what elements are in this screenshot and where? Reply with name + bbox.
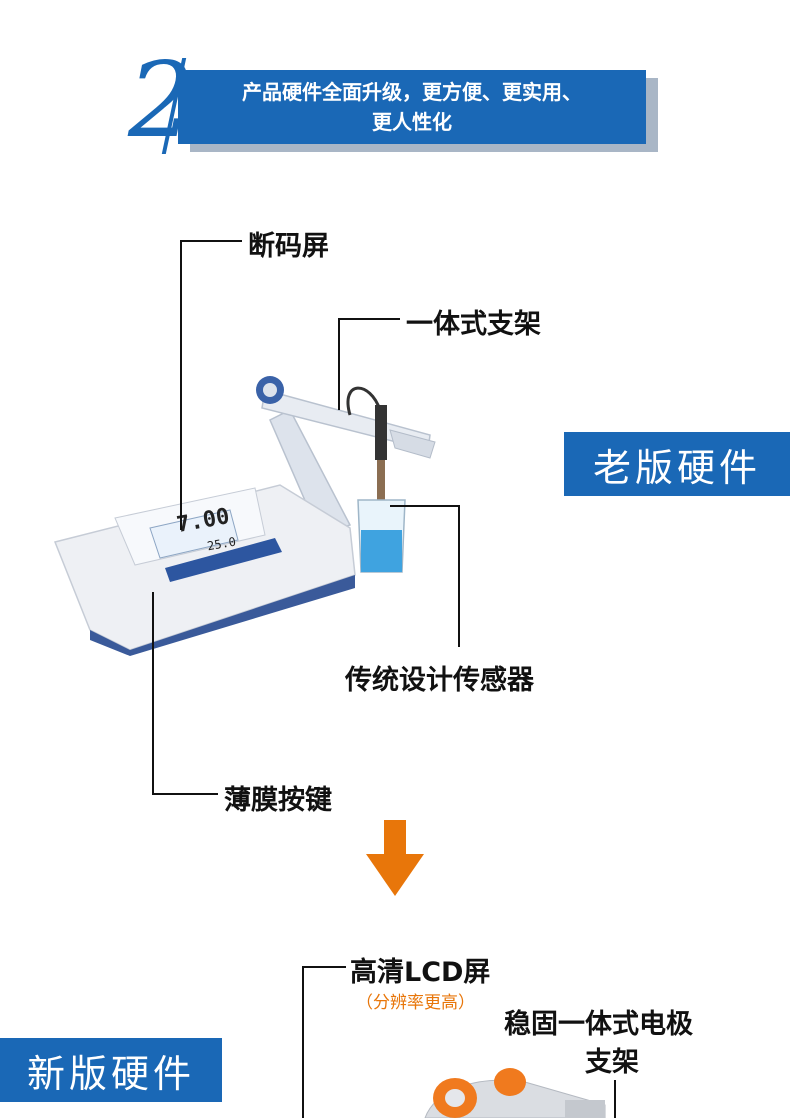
arrow-down-icon: [366, 820, 424, 896]
leader-keys-v: [152, 592, 154, 794]
leader-lcd-h: [302, 966, 346, 968]
label-membrane-keys: 薄膜按键: [224, 785, 332, 816]
old-display-temp: 25.0: [206, 534, 237, 553]
header-line-1: 产品硬件全面升级，更方便、更实用、: [242, 80, 582, 104]
label-traditional-sensor: 传统设计传感器: [345, 665, 534, 696]
leader-screen-v: [180, 240, 182, 530]
label-hd-lcd-sub: （分辨率更高）: [356, 993, 475, 1013]
leader-stand-v: [338, 318, 340, 410]
leader-keys-h: [152, 793, 218, 795]
leader-sensor-h: [390, 505, 460, 507]
label-integrated-stand: 一体式支架: [406, 309, 541, 340]
leader-sensor-v: [458, 505, 460, 647]
new-stand-illustration: [424, 1068, 606, 1118]
label-hd-lcd: 高清LCD屏: [350, 957, 491, 988]
leader-stand-h: [338, 318, 400, 320]
label-stable-stand-1: 稳固一体式电极: [504, 1009, 693, 1040]
label-segment-screen: 断码屏: [248, 231, 329, 262]
leader-lcd-v: [302, 966, 304, 1118]
old-hardware-tag: 老版硬件: [564, 432, 790, 496]
leader-stable-stand-v: [614, 1080, 616, 1118]
old-meter-illustration: 7.00 25.0: [53, 376, 436, 656]
header-banner: 产品硬件全面升级，更方便、更实用、 更人性化: [178, 70, 646, 144]
leader-screen-h: [180, 240, 242, 242]
label-stable-stand-2: 支架: [585, 1047, 639, 1078]
new-hardware-tag: 新版硬件: [0, 1038, 222, 1102]
header-line-2: 更人性化: [372, 110, 452, 134]
